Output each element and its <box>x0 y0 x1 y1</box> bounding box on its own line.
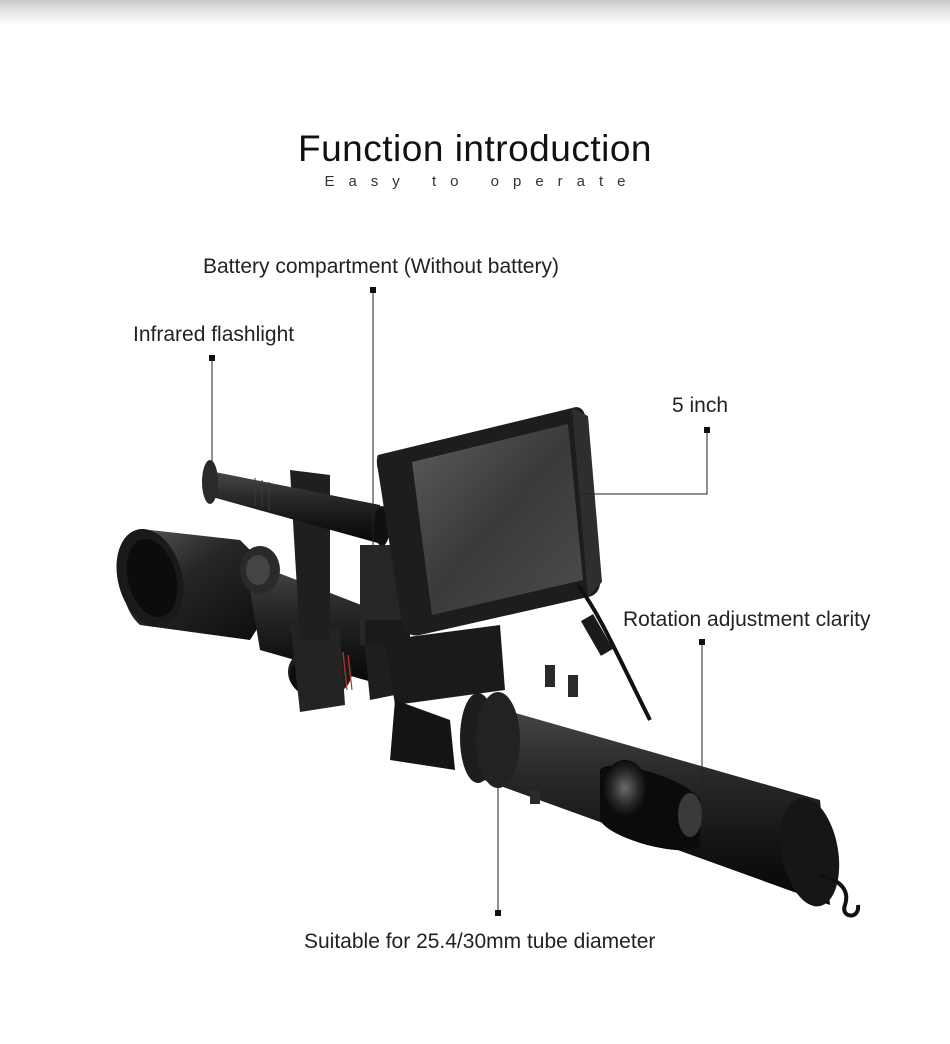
page-title: Function introduction <box>298 128 652 169</box>
infrared-flashlight-label: Infrared flashlight <box>133 323 295 346</box>
rotation-adjustment-label: Rotation adjustment clarity <box>623 608 871 631</box>
battery-compartment-label: Battery compartment (Without battery) <box>203 255 559 278</box>
tube-callout-dot <box>495 910 501 916</box>
tube-diameter-label: Suitable for 25.4/30mm tube diameter <box>304 930 656 953</box>
screen-callout-dot <box>704 427 710 433</box>
rotation-callout-dot <box>699 639 705 645</box>
page-subtitle: Easy to operate <box>324 173 640 190</box>
flashlight-callout-dot <box>209 355 215 361</box>
screen-size-label: 5 inch <box>672 394 729 417</box>
battery-callout-dot <box>370 287 376 293</box>
top-shadow-bar <box>0 0 950 26</box>
